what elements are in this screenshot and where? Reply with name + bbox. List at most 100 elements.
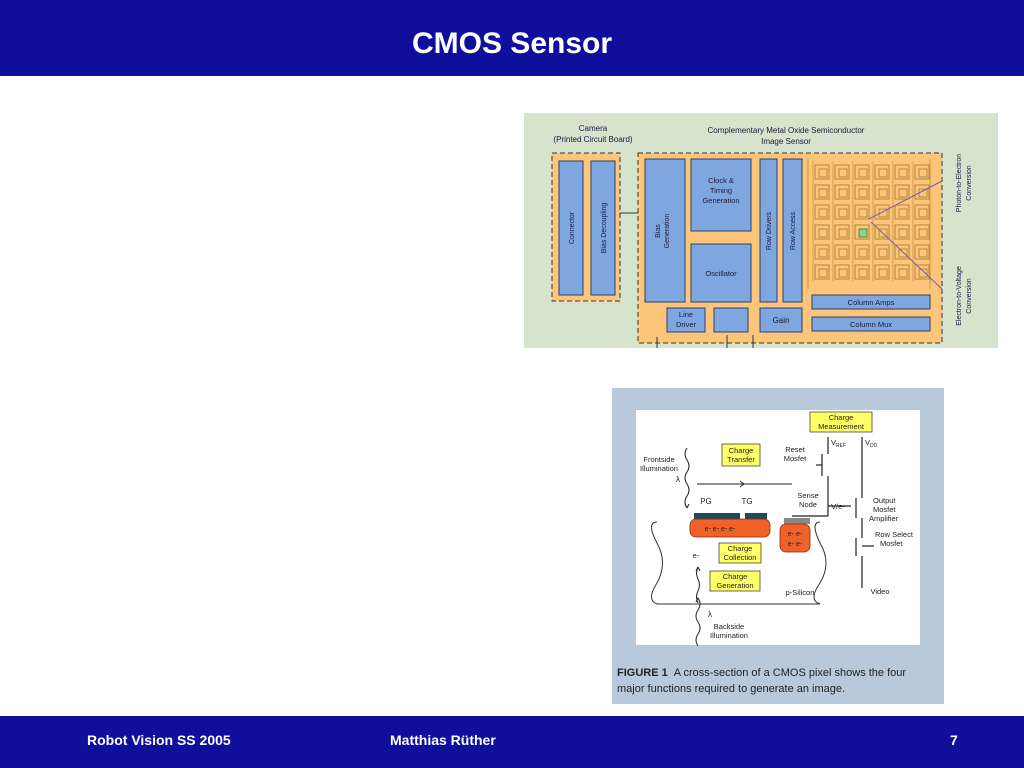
pixel-cell bbox=[834, 244, 850, 260]
charge-transfer-label-2: Transfer bbox=[727, 455, 755, 464]
photo-gate-well bbox=[689, 518, 771, 538]
sn-electrons-1: e- e- bbox=[788, 531, 803, 538]
photodiode bbox=[838, 188, 848, 198]
photodiode bbox=[838, 248, 848, 258]
photodiode bbox=[898, 188, 908, 198]
pixel-cell bbox=[874, 224, 890, 240]
pixel-cell bbox=[854, 264, 870, 280]
row-access-block bbox=[782, 158, 803, 303]
charge-measurement-label-1: Charge bbox=[829, 413, 854, 422]
pixel-cell bbox=[814, 264, 830, 280]
bias-decoupling-label: Bias Decoupling bbox=[601, 203, 608, 254]
photodiode bbox=[918, 228, 928, 238]
cmos-block-diagram: Camera (Printed Circuit Board) Complemen… bbox=[524, 113, 998, 348]
charge-generation-label-1: Charge bbox=[723, 572, 748, 581]
photon-label-1: Photon-to-Electron bbox=[956, 154, 963, 212]
sense-node-label-1: Sense bbox=[797, 491, 818, 500]
footer-bar: Robot Vision SS 2005 Matthias Rüther 7 bbox=[0, 716, 1024, 768]
photodiode bbox=[858, 248, 868, 258]
line-driver-label-1: Line bbox=[679, 310, 693, 319]
photodiode bbox=[918, 208, 928, 218]
column-amps-block bbox=[811, 294, 931, 310]
sensor-label: Complementary Metal Oxide Semiconductor bbox=[708, 126, 865, 135]
row-drivers-block bbox=[759, 158, 778, 303]
frontside-label-2: Illumination bbox=[640, 464, 678, 473]
transfer-arrowhead bbox=[739, 480, 745, 488]
clock-label-3: Generation bbox=[702, 196, 739, 205]
gain-block bbox=[759, 307, 803, 333]
column-amps-label: Column Amps bbox=[848, 298, 895, 307]
column-mux-label: Column Mux bbox=[850, 320, 892, 329]
pixel-cell bbox=[894, 184, 910, 200]
photo-gate bbox=[694, 513, 740, 519]
bias-generation-label: Bias bbox=[655, 224, 662, 238]
photodiode bbox=[858, 208, 868, 218]
line-driver-block bbox=[666, 307, 706, 333]
photodiode bbox=[878, 188, 888, 198]
clock-timing-block bbox=[690, 158, 752, 232]
pixel-cell bbox=[914, 224, 930, 240]
output-mosfet-label-3: Amplifier bbox=[869, 514, 899, 523]
pixel-cell bbox=[894, 224, 910, 240]
pixel-cell bbox=[894, 164, 910, 180]
pixel-cell bbox=[834, 164, 850, 180]
sense-node-contact bbox=[784, 518, 810, 524]
photon-callout-line bbox=[868, 180, 943, 220]
pixel-cell bbox=[874, 164, 890, 180]
camera-sublabel: (Printed Circuit Board) bbox=[553, 135, 632, 144]
pixel-cell bbox=[834, 184, 850, 200]
ve-label: V/e- bbox=[831, 502, 845, 511]
pixel-cell bbox=[894, 204, 910, 220]
pixel-cell bbox=[834, 204, 850, 220]
row-access-label: Row Access bbox=[790, 211, 797, 250]
charge-transfer-box bbox=[721, 443, 761, 467]
photodiode bbox=[918, 248, 928, 258]
pixel-cell bbox=[854, 204, 870, 220]
photodiode bbox=[898, 168, 908, 178]
pixel-cell bbox=[914, 244, 930, 260]
connector-label: Connector bbox=[569, 211, 576, 244]
camera-label: Camera bbox=[579, 124, 608, 133]
charge-transfer-label-1: Charge bbox=[729, 446, 754, 455]
slide-title: CMOS Sensor bbox=[411, 27, 613, 60]
photodiode bbox=[818, 228, 828, 238]
photodiode bbox=[898, 228, 908, 238]
readout-circuit bbox=[792, 437, 874, 588]
electron-label-1: Electron-to-Voltage bbox=[956, 266, 963, 326]
charge-generation-box bbox=[709, 570, 761, 592]
photodiode bbox=[838, 268, 848, 278]
charge-collection-box bbox=[718, 542, 762, 564]
pixel-cell bbox=[914, 264, 930, 280]
sn-electrons-2: e- e- bbox=[788, 541, 803, 548]
pixel-cell bbox=[914, 204, 930, 220]
frontside-light-wave bbox=[684, 447, 690, 509]
photodiode bbox=[878, 268, 888, 278]
sense-node-well bbox=[779, 523, 811, 553]
pixel-cell bbox=[854, 184, 870, 200]
pixel-cell bbox=[874, 244, 890, 260]
pixel-cell bbox=[914, 184, 930, 200]
pixel-cell bbox=[834, 224, 850, 240]
pixel-cell bbox=[874, 184, 890, 200]
pixel-cell bbox=[814, 164, 830, 180]
backside-light-wave bbox=[695, 597, 701, 647]
pixel-cell bbox=[814, 204, 830, 220]
pg-label: PG bbox=[700, 497, 712, 506]
pixel-cell bbox=[854, 164, 870, 180]
charge-generation-label-2: Generation bbox=[716, 581, 753, 590]
lambda-front: λ bbox=[676, 475, 680, 484]
bias-decoupling-block bbox=[590, 160, 616, 296]
oscillator-block bbox=[690, 243, 752, 303]
photodiode bbox=[898, 268, 908, 278]
oscillator-label: Oscillator bbox=[705, 269, 737, 278]
photon-label-2: Conversion bbox=[966, 165, 973, 201]
reset-mosfet-label-1: Reset bbox=[785, 445, 806, 454]
pixel-cell bbox=[914, 164, 930, 180]
photodiode bbox=[838, 168, 848, 178]
photodiode bbox=[858, 168, 868, 178]
photodiode bbox=[838, 208, 848, 218]
sensor-sublabel: Image Sensor bbox=[761, 137, 811, 146]
photodiode bbox=[878, 208, 888, 218]
pixel-cell bbox=[854, 224, 870, 240]
